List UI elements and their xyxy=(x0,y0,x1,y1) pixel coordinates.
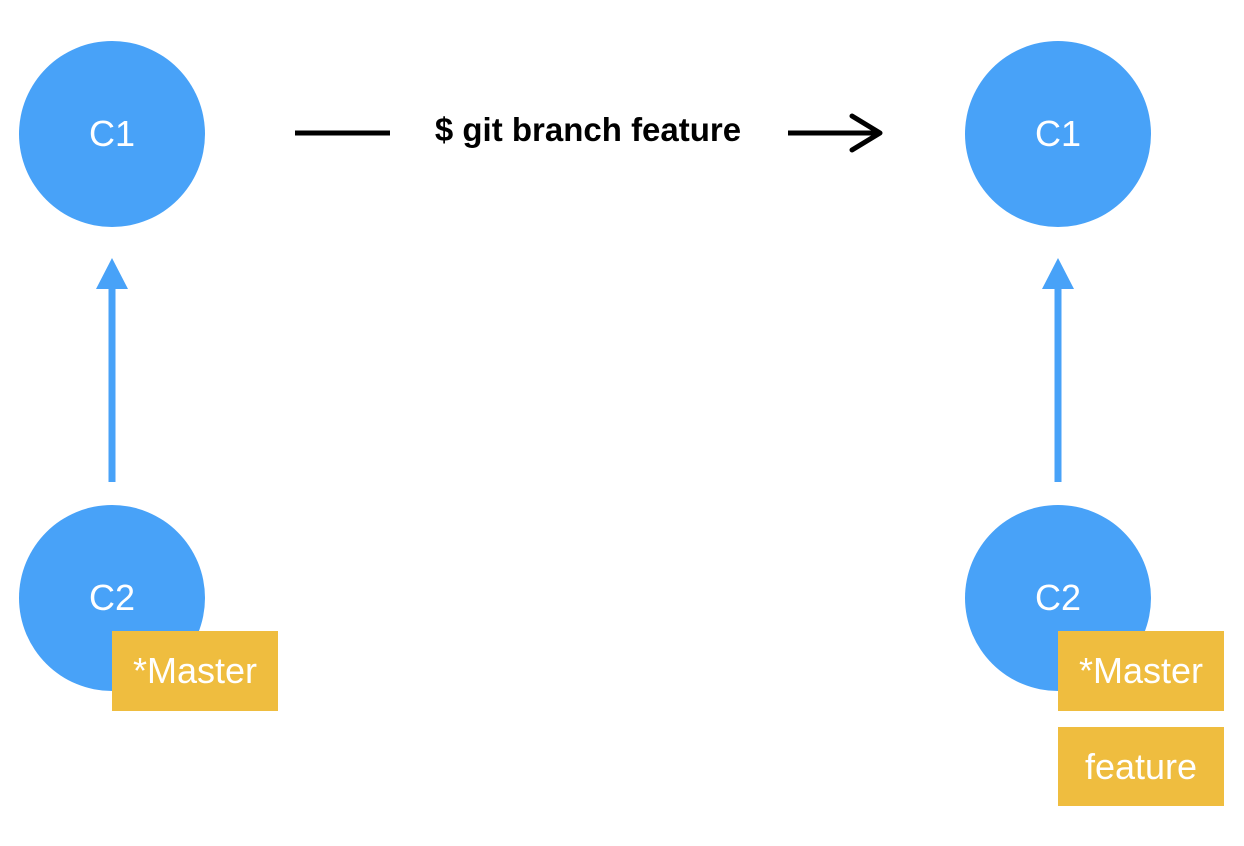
after-commit-c1: C1 xyxy=(965,41,1151,227)
before-branch-master: *Master xyxy=(112,631,278,711)
command-text: $ git branch feature xyxy=(434,111,742,148)
after-branch-feature: feature xyxy=(1058,727,1224,806)
after-parent-arrow-head xyxy=(1042,258,1074,289)
before-commit-c1: C1 xyxy=(19,41,205,227)
after-branch-master: *Master xyxy=(1058,631,1224,711)
command-arrow-head xyxy=(849,113,883,153)
before-parent-arrow-head xyxy=(96,258,128,289)
